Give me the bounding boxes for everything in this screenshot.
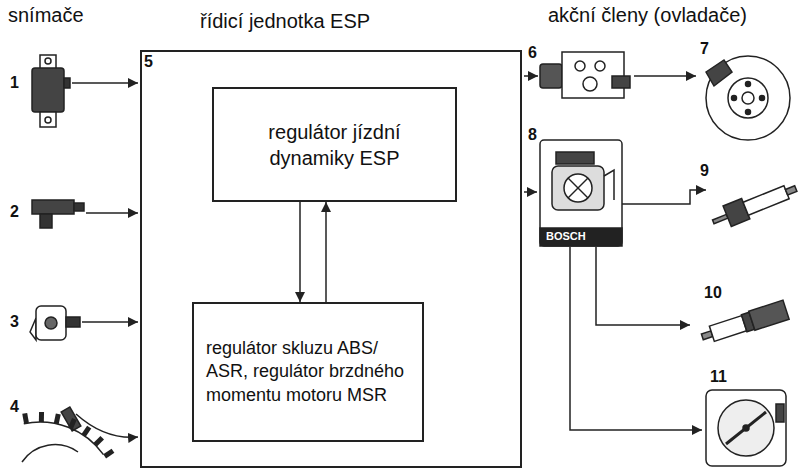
spark-plug [743, 186, 789, 215]
yaw-rate-sensor [45, 58, 51, 64]
control-wire [596, 247, 690, 325]
spark-plug [713, 214, 728, 223]
throttle-body [776, 404, 784, 422]
callout-number: 11 [710, 368, 727, 386]
engine-control-unit [604, 170, 614, 200]
throttle-body [743, 425, 749, 431]
spark-plug [785, 186, 797, 195]
fuel-injector [699, 300, 789, 346]
yaw-rate-sensor [45, 117, 51, 123]
brake-disc [732, 96, 737, 101]
wheel-speed-sensor [39, 412, 44, 422]
signal-arrow [72, 82, 138, 84]
unit-heading: řídicí jednotka ESP [200, 8, 370, 34]
control-arrow [524, 191, 537, 193]
steering-angle-sensor [40, 214, 52, 228]
yaw-rate-sensor [64, 78, 70, 88]
box-text: regulátor jízdní dynamiky ESP [226, 119, 443, 171]
steering-angle-sensor [32, 200, 74, 214]
hydraulic-modulator [562, 52, 624, 98]
brake-disc [742, 92, 754, 104]
hydraulic-modulator [575, 61, 585, 71]
control-unit-box: regulátor jízdní dynamiky ESP regulátor s… [140, 50, 522, 468]
callout-number: 2 [10, 203, 19, 221]
callout-number: 10 [704, 284, 722, 302]
wheel-speed-sensor [105, 451, 113, 457]
hydraulic-modulator [583, 77, 597, 91]
yaw-rate-sensor [40, 112, 56, 127]
signal-arrow [82, 321, 138, 323]
wheel-speed-sensor [56, 414, 58, 424]
yaw-rate-sensor [32, 55, 70, 127]
hydraulic-modulator [540, 52, 630, 98]
steering-angle-sensor [32, 200, 84, 228]
wheel-speed-sensor [84, 427, 90, 435]
box-text: regulátor skluzu ABS/ ASR, regulátor brz… [206, 337, 410, 407]
wheel-speed-sensor [95, 438, 102, 445]
control-wire [570, 247, 702, 430]
hydraulic-modulator [540, 64, 562, 88]
controller-box: regulátor jízdní dynamiky ESP [212, 87, 457, 202]
brake-disc [760, 96, 765, 101]
hydraulic-modulator [612, 76, 630, 88]
controller-box: regulátor skluzu ABS/ ASR, regulátor brz… [192, 302, 424, 442]
pressure-sensor [66, 317, 80, 327]
pressure-sensor [30, 306, 80, 340]
pressure-sensor [45, 317, 57, 329]
wheel-speed-sensor [22, 445, 78, 462]
wheel-speed-sensor [25, 413, 27, 423]
column-heading: akční členy (ovladače) [548, 4, 747, 27]
signal-connector [299, 202, 301, 302]
wheel-speed-sensor [70, 419, 74, 428]
callout-number: 7 [700, 40, 709, 58]
brake-disc [746, 110, 751, 115]
callout-number: 3 [10, 313, 19, 331]
engine-control-unit [540, 140, 622, 246]
signal-wire [76, 414, 138, 437]
engine-control-unit [556, 152, 594, 164]
column-heading: snímače [8, 4, 84, 27]
callout-number: 9 [700, 162, 709, 180]
callout-number: 4 [10, 398, 19, 416]
pressure-sensor [30, 318, 36, 340]
engine-control-unit [540, 140, 622, 246]
signal-connector [325, 202, 327, 302]
wheel-speed-sensor [61, 407, 81, 431]
throttle-body [706, 390, 786, 466]
control-wire [622, 190, 706, 204]
wheel-speed-sensor [24, 422, 104, 455]
wheel-speed-sensor [22, 407, 113, 462]
brake-disc [706, 60, 732, 86]
engine-control-unit [568, 178, 588, 198]
hydraulic-modulator [595, 61, 605, 71]
engine-control-unit [564, 174, 592, 202]
engine-control-unit [540, 228, 622, 246]
brand-label: BOSCH [546, 230, 586, 242]
fuel-injector [749, 300, 789, 330]
steering-angle-sensor [74, 203, 84, 211]
brake-disc [746, 82, 751, 87]
throttle-body [726, 412, 766, 444]
engine-control-unit [568, 178, 588, 198]
spark-plug [709, 178, 800, 232]
fuel-injector [709, 316, 746, 342]
throttle-body [718, 400, 774, 456]
control-arrow [524, 75, 538, 77]
throttle-body [706, 390, 786, 466]
callout-number: 5 [144, 53, 153, 71]
pressure-sensor [36, 306, 66, 340]
signal-arrow [86, 212, 138, 214]
brake-disc [706, 56, 790, 140]
callout-number: 6 [528, 44, 537, 62]
brake-disc [728, 78, 768, 118]
brake-disc [706, 56, 790, 140]
callout-number: 1 [10, 74, 19, 92]
yaw-rate-sensor [32, 68, 64, 112]
brake-line-arrow [634, 75, 696, 77]
callout-number: 8 [528, 126, 537, 144]
engine-control-unit [552, 166, 604, 210]
